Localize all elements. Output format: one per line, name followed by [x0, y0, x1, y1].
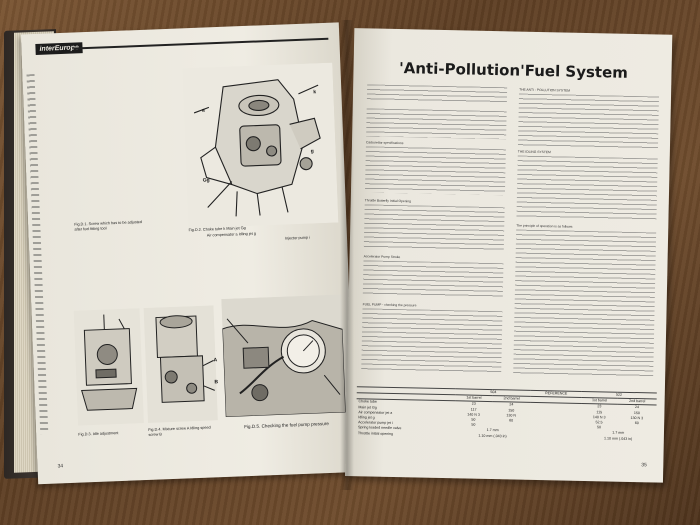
col1-paragraph-4 [363, 204, 505, 252]
left-page-number: 34 [57, 463, 64, 470]
mixture-screw-illustration [143, 305, 218, 423]
fig-d5-caption: Fig.D.5. Checking the fuel pump pressure [244, 421, 329, 430]
carburettor-spec-table: 504 REFERENCE 522 1st barrel 2nd barrel … [356, 386, 657, 442]
col1-heading-fuel-pump: FUEL PUMP - checking the pressure [362, 302, 417, 308]
left-page: interEurope Fig.D.1. Screw which has to … [20, 22, 357, 485]
fig-d4-caption: Fig.D.4. Mixture screw A Idling speed sc… [148, 425, 211, 437]
col2-paragraph-1 [517, 93, 660, 149]
col1-paragraph-2 [366, 108, 507, 140]
page-title: 'Anti-Pollution'Fuel System [398, 59, 629, 82]
col1-paragraph-6 [361, 308, 503, 376]
callout-k: k [313, 89, 317, 96]
col2-paragraph-3 [513, 229, 657, 379]
callout-a: a [201, 107, 205, 114]
book-gutter [340, 20, 354, 490]
callout-g: g [310, 148, 314, 155]
col1-paragraph-1 [366, 84, 508, 106]
col1-heading-accel-pump: Accelerator Pump Stroke [363, 254, 401, 260]
col1-heading-carb-specs: Carburettor specifications [365, 140, 404, 146]
carburettor-illustration-top [182, 62, 339, 229]
fig-d2-caption-b: Air compensator a Idling jet g [206, 231, 257, 238]
col1-heading-throttle: Throttle Butterfly Initial Opening [364, 198, 411, 204]
fuel-pump-pressure-illustration [221, 294, 346, 417]
callout-A: A [213, 357, 218, 364]
idle-adjustment-illustration [73, 308, 144, 426]
col1-paragraph-3 [364, 146, 506, 196]
col2-heading-principle: The principle of operation is as follows… [516, 223, 574, 229]
col2-heading-idling: THE IDLING SYSTEM [517, 149, 551, 155]
fig-d3-caption: Fig.D.3. Idle adjustment [78, 431, 119, 437]
col2-heading-anti-pollution: THE ANTI - POLLUTION SYSTEM [519, 87, 571, 93]
col2-paragraph-2 [516, 155, 658, 221]
fig-d1-caption: Fig.D.1. Screw which has to be adjusted … [74, 220, 143, 232]
col1-paragraph-5 [362, 260, 504, 300]
header-rule [73, 37, 329, 50]
right-page-number: 35 [641, 462, 647, 469]
right-page: 'Anti-Pollution'Fuel System Carburettor … [345, 28, 673, 483]
fig-d2-caption-c: Injector pump i [284, 235, 310, 241]
callout-gg: Gg [202, 177, 210, 184]
callout-B: B [214, 379, 219, 386]
